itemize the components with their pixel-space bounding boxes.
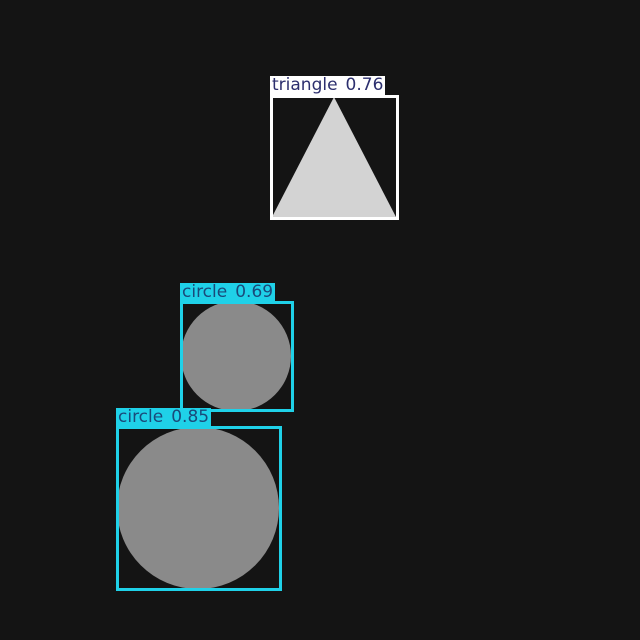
detection-box-circle <box>116 426 282 591</box>
triangle-shape <box>272 97 396 217</box>
detection-box-triangle <box>270 95 399 220</box>
detection-label-circle: circle 0.85 <box>116 407 212 427</box>
detection-confidence: 0.76 <box>345 75 384 95</box>
detection-confidence: 0.85 <box>171 407 210 427</box>
detection-class: triangle <box>272 75 338 95</box>
detection-label-circle: circle 0.69 <box>180 282 276 302</box>
circle-shape-large <box>117 427 279 589</box>
detection-class: circle <box>118 407 164 427</box>
detection-confidence: 0.69 <box>235 282 274 302</box>
detection-box-circle <box>180 301 294 412</box>
circle-shape-small <box>181 301 291 411</box>
detection-class: circle <box>182 282 228 302</box>
detection-label-triangle: triangle 0.76 <box>270 75 386 95</box>
